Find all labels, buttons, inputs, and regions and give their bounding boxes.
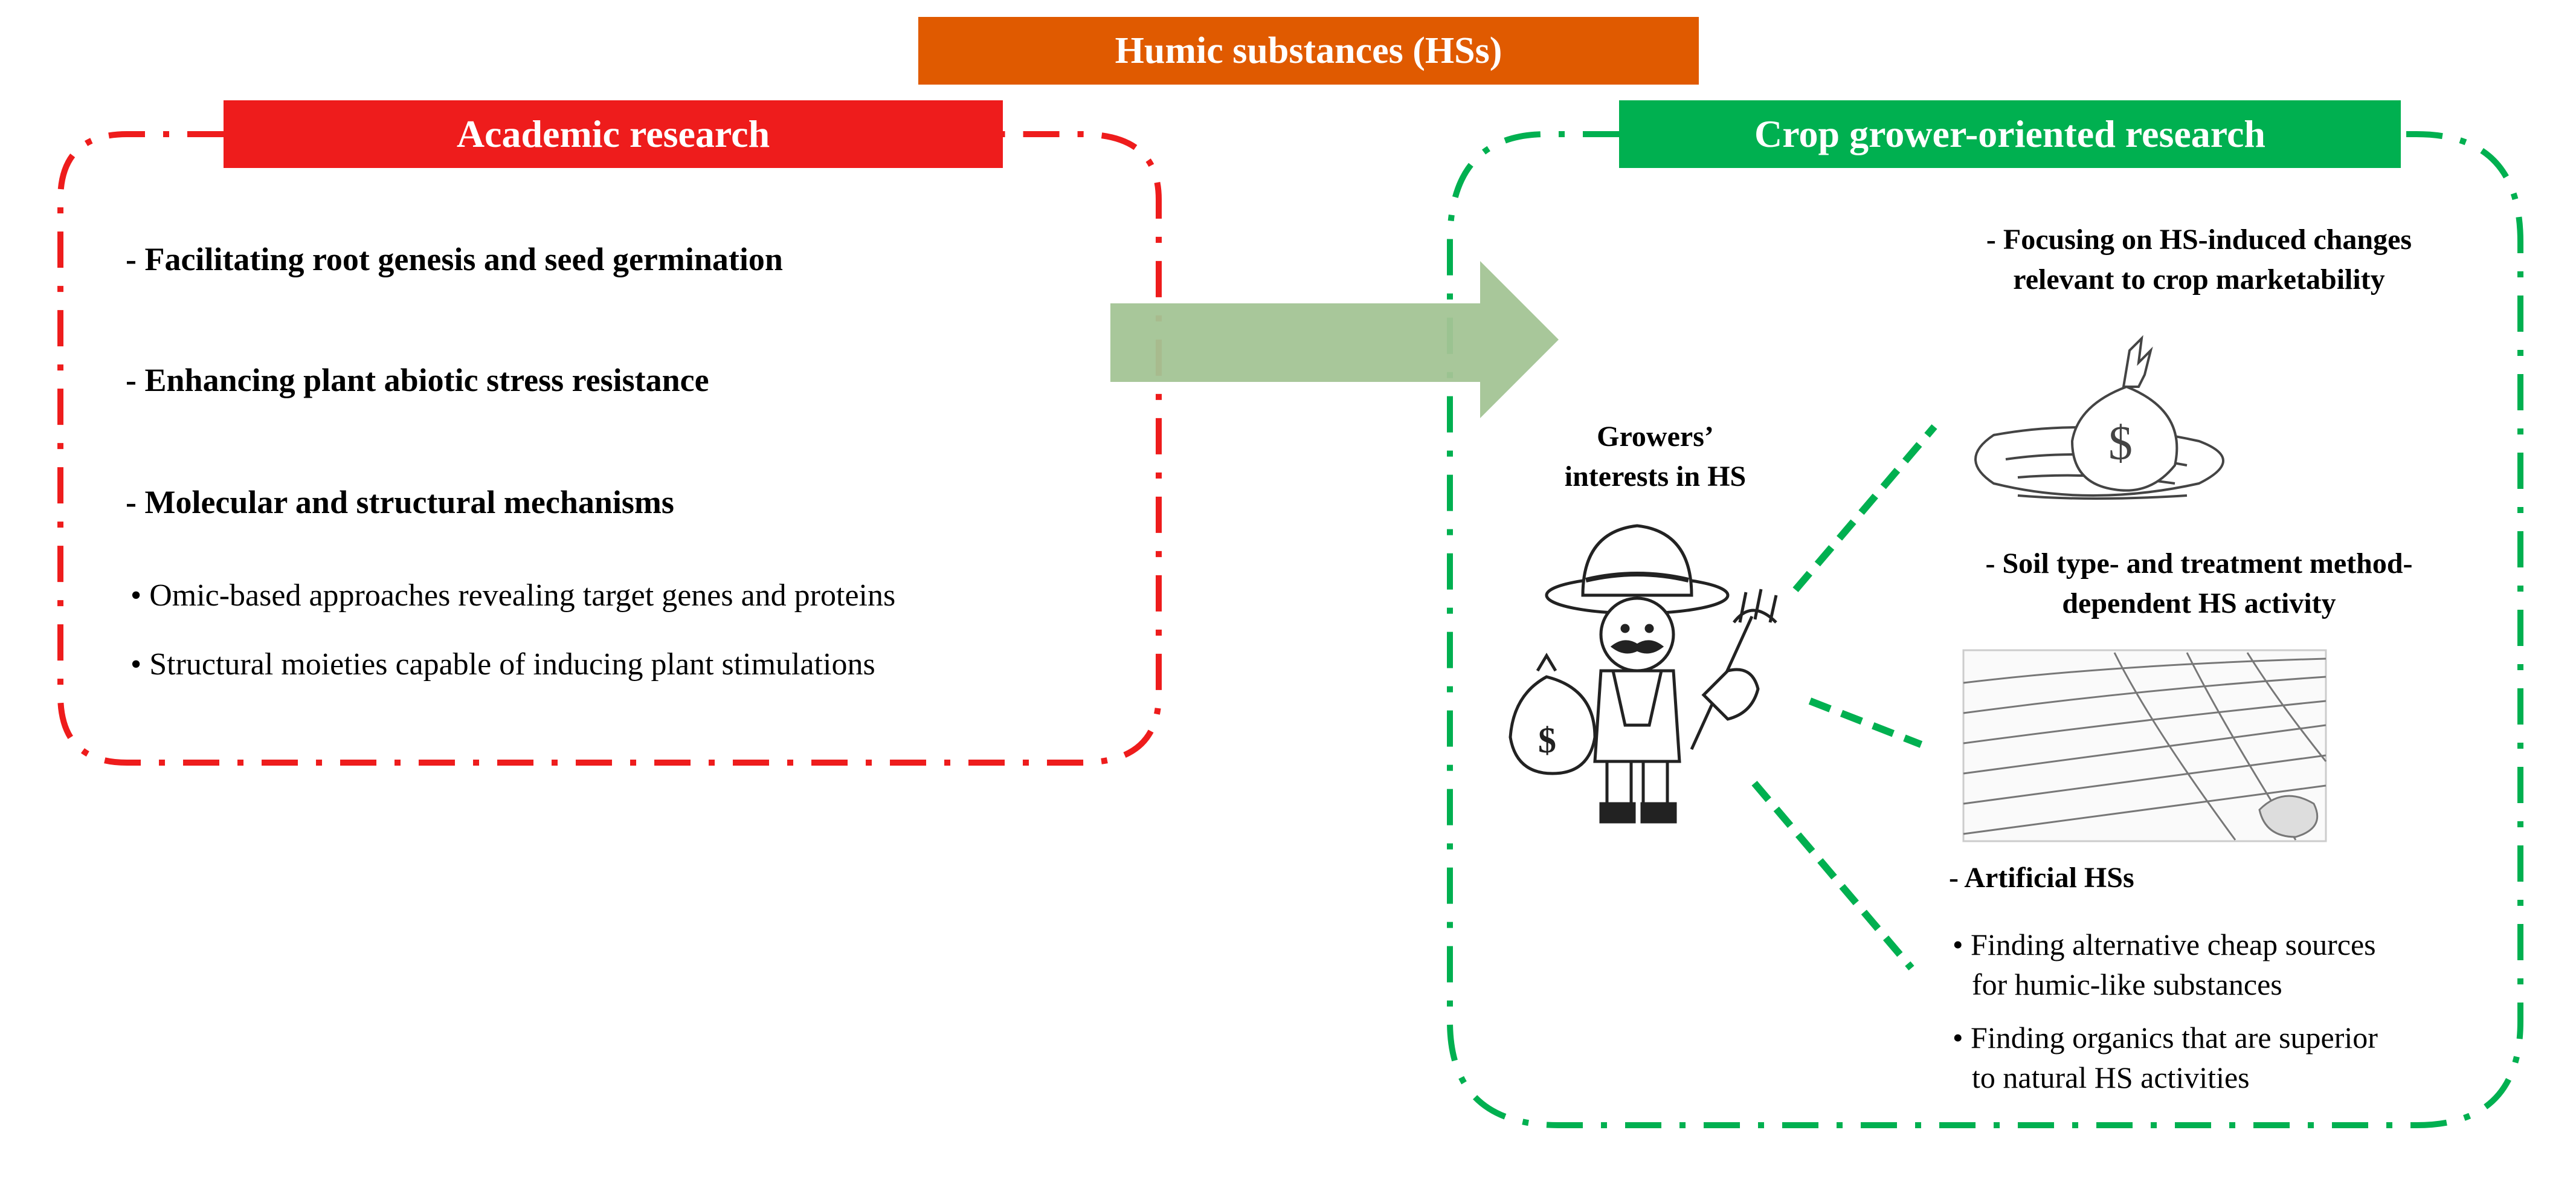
connector-line-middle xyxy=(1808,697,1923,748)
academic-bullet-structural: • Structural moieties capable of inducin… xyxy=(130,647,875,682)
academic-heading: Academic research xyxy=(456,112,770,155)
field-sketch-icon xyxy=(1962,649,2327,842)
art-bullet2-line1: • Finding organics that are superior xyxy=(1953,1021,2378,1054)
artificial-heading: - Artificial HSs xyxy=(1949,862,2134,894)
growers-interests-label: Growers’ interests in HS xyxy=(1547,417,1764,497)
dollar-sign-icon: $ xyxy=(1538,720,1556,760)
connector-line-bottom xyxy=(1751,781,1914,970)
growers-interests-line1: Growers’ xyxy=(1597,421,1714,453)
dollar-sign-icon: $ xyxy=(2108,417,2133,470)
money-bag-icon: $ xyxy=(1974,335,2224,500)
focus-line1: - Focusing on HS-induced changes xyxy=(1986,224,2412,256)
focus-text: - Focusing on HS-induced changes relevan… xyxy=(1939,220,2459,300)
soil-text: - Soil type- and treatment method- depen… xyxy=(1939,544,2459,624)
transition-arrow xyxy=(1110,261,1559,418)
artificial-bullet-cheap-sources: • Finding alternative cheap sources for … xyxy=(1953,925,2376,1004)
grower-heading: Crop grower-oriented research xyxy=(1754,112,2265,155)
focus-line2: relevant to crop marketability xyxy=(2013,263,2385,296)
art-bullet1-line2: for humic-like substances xyxy=(1972,967,2282,1001)
art-bullet1-line1: • Finding alternative cheap sources xyxy=(1953,928,2376,961)
soil-line1: - Soil type- and treatment method- xyxy=(1985,547,2413,580)
diagram-title: Humic substances (HSs) xyxy=(1115,30,1502,71)
art-bullet2-line2: to natural HS activities xyxy=(1972,1061,2250,1094)
academic-item-mechanisms: - Molecular and structural mechanisms xyxy=(126,484,674,520)
academic-heading-banner: Academic research xyxy=(224,100,1003,168)
farmer-icon xyxy=(1509,524,1778,824)
title-banner: Humic substances (HSs) xyxy=(918,17,1699,85)
grower-box-border xyxy=(1447,131,2523,1128)
academic-item-root-genesis: - Facilitating root genesis and seed ger… xyxy=(126,241,783,277)
artificial-bullet-superior-organics: • Finding organics that are superior to … xyxy=(1953,1018,2378,1097)
academic-box-border xyxy=(57,131,1162,766)
connector-line-top xyxy=(1792,424,1937,592)
academic-bullet-omic: • Omic-based approaches revealing target… xyxy=(130,578,896,613)
soil-line2: dependent HS activity xyxy=(2062,587,2336,619)
growers-interests-line2: interests in HS xyxy=(1564,460,1747,492)
grower-heading-banner: Crop grower-oriented research xyxy=(1619,100,2401,168)
academic-item-stress-resistance: - Enhancing plant abiotic stress resista… xyxy=(126,362,709,398)
